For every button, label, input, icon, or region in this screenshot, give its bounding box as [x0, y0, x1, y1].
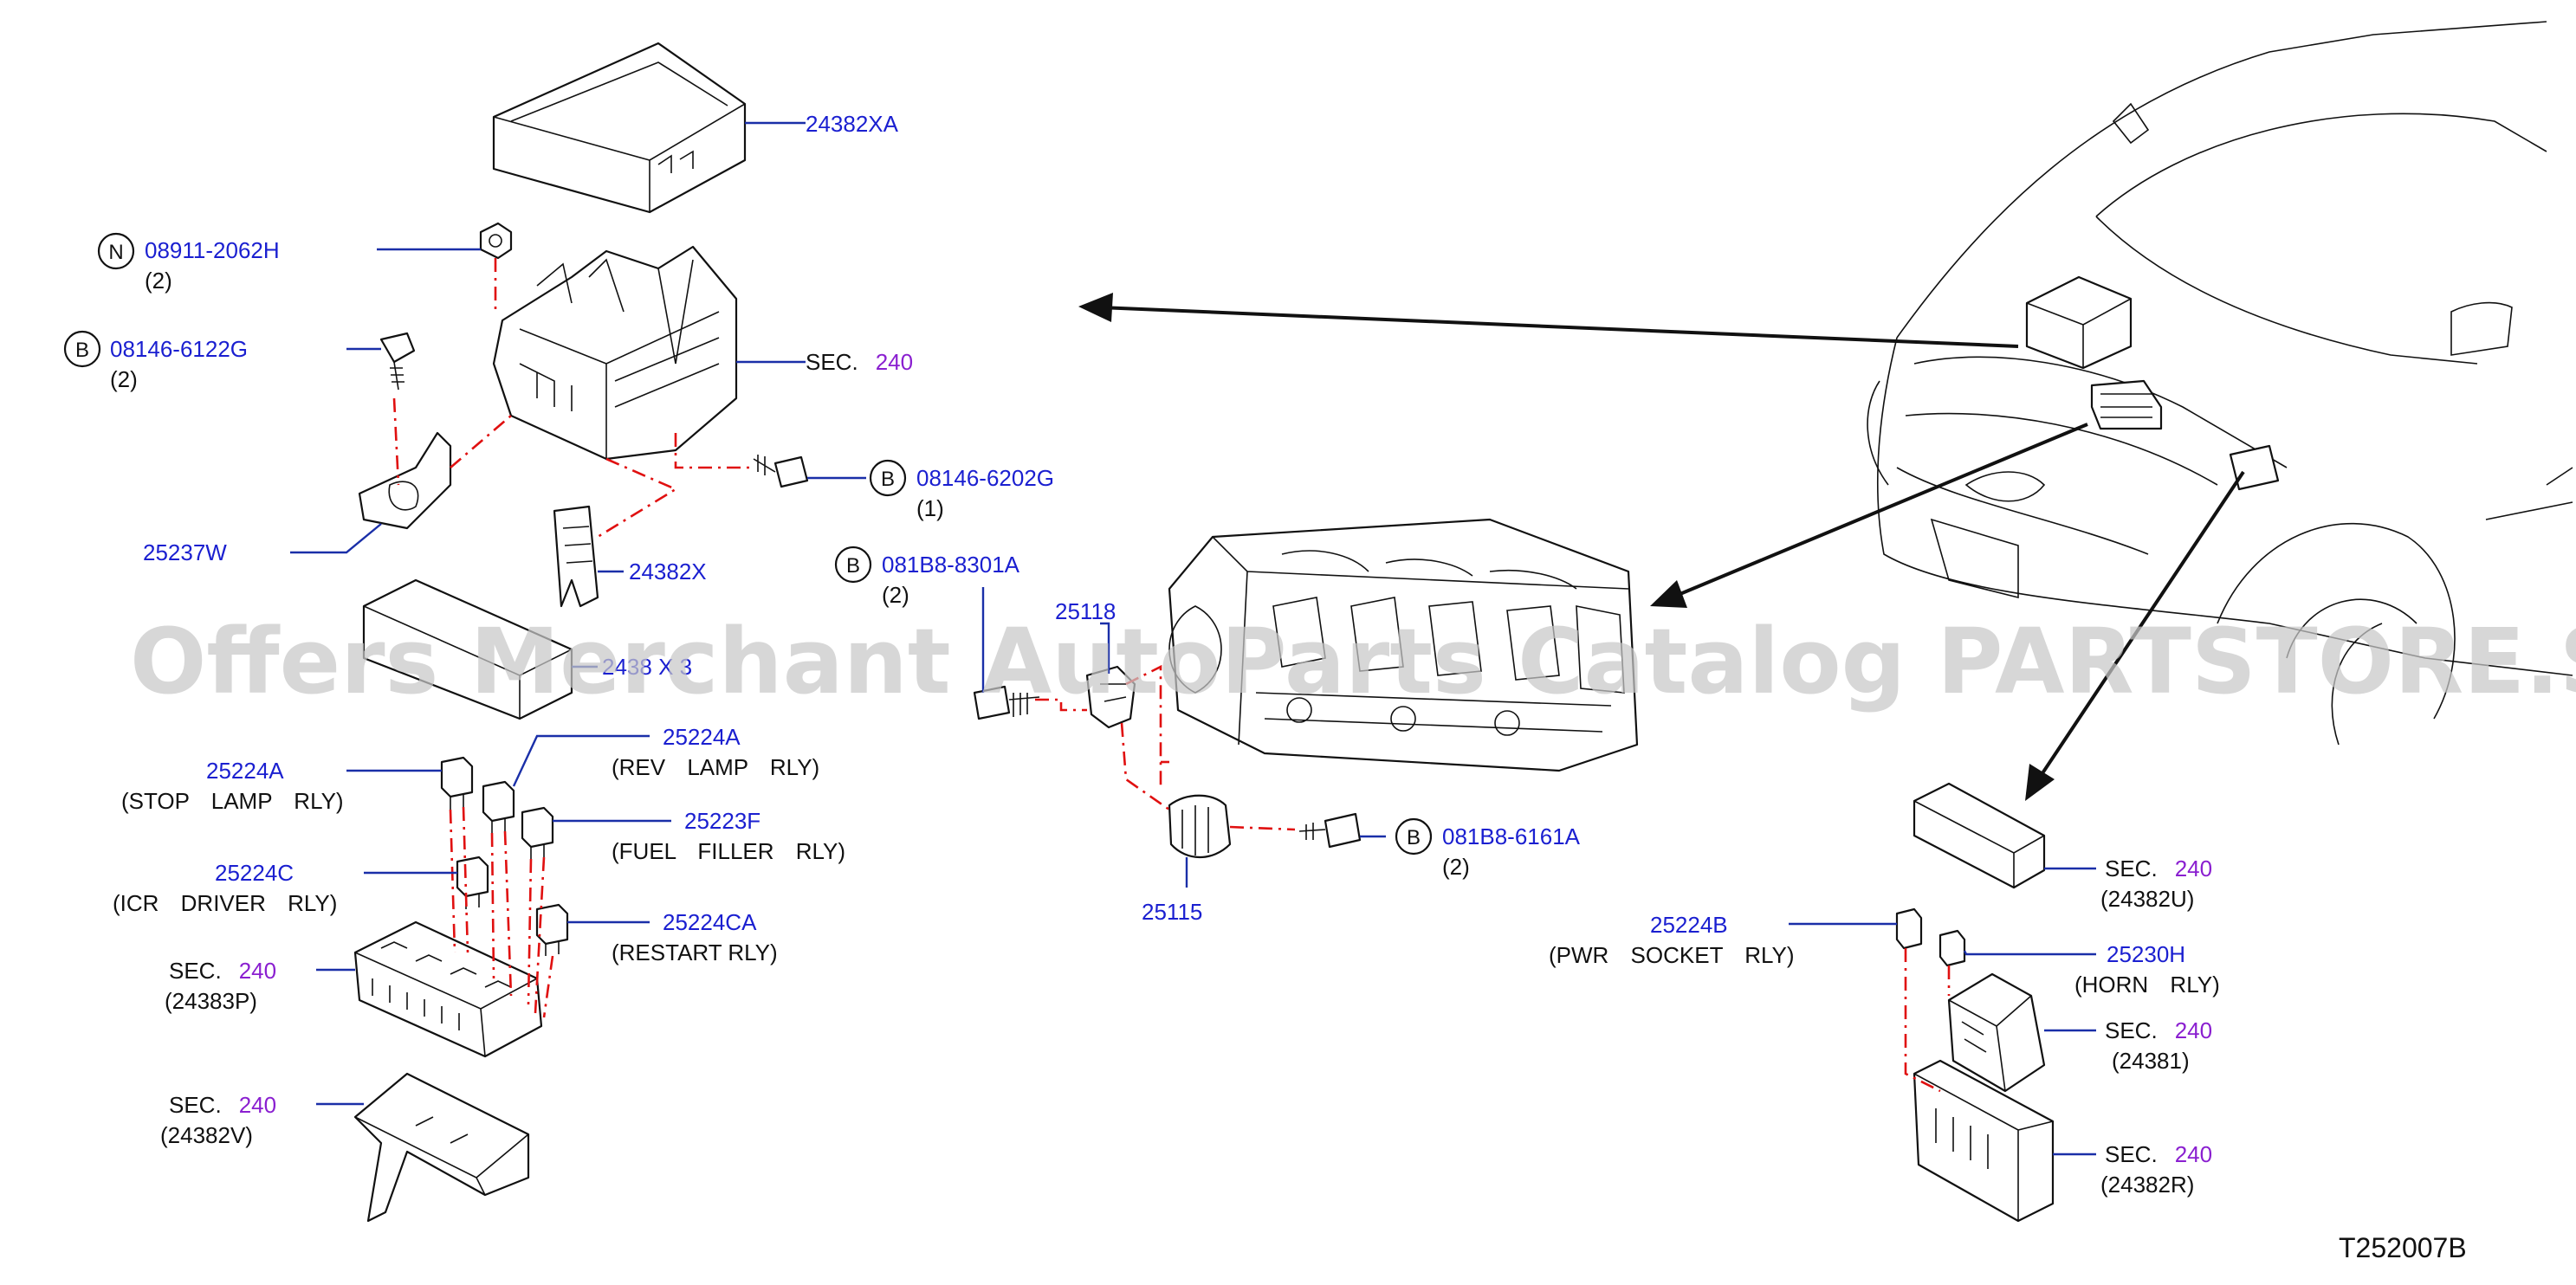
diagram-code: T252007B: [2339, 1232, 2467, 1263]
relays-left: [440, 756, 569, 956]
label-25224B: 25224B: [1650, 912, 1728, 938]
part-labels: 24382XA 08911-2062H (2) 08146-6122G (2) …: [110, 111, 2220, 1198]
label-08911-2062H: 08911-2062H: [145, 237, 280, 263]
label-08146-6122G: 08146-6122G: [110, 336, 248, 362]
label-25224C: 25224C: [215, 860, 294, 886]
circled-letters: N B B B B: [63, 232, 1433, 856]
label-sec-240-24382V: SEC.240: [169, 1092, 276, 1118]
circle-n-08911: [97, 232, 135, 270]
desc-25223F: (FUEL FILLER RLY): [612, 838, 845, 864]
label-25237W: 25237W: [143, 539, 227, 565]
leader-dashes-right: [1904, 948, 1951, 1093]
relays-right: [1895, 907, 1966, 967]
label-sec-240-24383P: SEC.240: [169, 958, 276, 984]
qty-081B8-8301A: (2): [882, 582, 909, 608]
relay-cover-2438X3: [362, 578, 573, 720]
leader-dashes-lower-left: [449, 806, 554, 1018]
engine-sensors: [973, 664, 1362, 859]
label-25118: 25118: [1055, 598, 1116, 624]
label-2438X3: 2438 X 3: [602, 654, 692, 680]
fuse-box-cover-24382XA: [492, 42, 747, 214]
letter-n: N: [108, 241, 123, 264]
desc-25230H: (HORN RLY): [2074, 972, 2220, 998]
desc-25224CA: (RESTART RLY): [612, 940, 778, 965]
label-08146-6202G: 08146-6202G: [916, 465, 1054, 491]
letter-b-8301A: B: [846, 554, 860, 578]
fuse-box-housing-sec-240: [492, 245, 738, 461]
label-sec-240-24382R: SEC.240: [2105, 1141, 2212, 1167]
sub-24382R: (24382R): [2100, 1172, 2194, 1198]
watermark: Offers Merchant AutoParts Catalog PARTST…: [130, 609, 2576, 714]
desc-25224C: (ICR DRIVER RLY): [113, 890, 337, 916]
callout-arrows: [1078, 293, 2245, 801]
circle-b-6202G: [869, 459, 907, 497]
sub-24383P: (24383P): [165, 988, 257, 1014]
sub-24382V: (24382V): [160, 1122, 253, 1148]
label-25224CA: 25224CA: [663, 909, 757, 935]
clip-24382X: [553, 505, 599, 608]
qty-08146-6122G: (2): [110, 366, 138, 392]
qty-08146-6202G: (1): [916, 495, 944, 521]
fuse-box-24382R: [1913, 1059, 2055, 1223]
fuse-cover-24382U: [1913, 782, 2046, 889]
qty-081B8-6161A: (2): [1442, 854, 1470, 880]
label-25230H: 25230H: [2107, 941, 2185, 967]
label-25224A-stop: 25224A: [206, 758, 284, 784]
label-25224A-rev: 25224A: [663, 724, 741, 750]
qty-08911-2062H: (2): [145, 268, 172, 294]
label-sec-240-24381: SEC.240: [2105, 1017, 2212, 1043]
desc-25224B: (PWR SOCKET RLY): [1549, 942, 1795, 968]
desc-25224A-rev: (REV LAMP RLY): [612, 754, 819, 780]
fuse-block-24381: [1947, 972, 2046, 1093]
label-081B8-8301A: 081B8-8301A: [882, 552, 1020, 578]
sub-24382U: (24382U): [2100, 886, 2194, 912]
label-24382XA: 24382XA: [806, 111, 899, 137]
relay-bracket-24382V: [353, 1072, 530, 1223]
circle-b-8301A: [834, 546, 872, 584]
nut-08911-2062H: [479, 222, 513, 260]
letter-b-6202G: B: [881, 468, 895, 491]
relay-block-24383P: [353, 920, 543, 1058]
engine-block: [1168, 518, 1639, 772]
leader-lines: [290, 121, 2096, 1156]
leader-dashes-upper-left: [392, 258, 754, 539]
circle-b-6161A: [1395, 817, 1433, 856]
sub-24381: (24381): [2112, 1048, 2190, 1074]
bolt-08146-6202G: [753, 455, 809, 488]
label-sec-240-24382U: SEC.240: [2105, 856, 2212, 881]
label-24382X: 24382X: [629, 559, 707, 584]
bracket-25237W: [358, 431, 452, 530]
label-081B8-6161A: 081B8-6161A: [1442, 823, 1581, 849]
vehicle-illustration: [1867, 21, 2573, 746]
circle-b-6122G: [63, 330, 101, 368]
bolt-08146-6122G: [379, 332, 416, 391]
letter-b-6122G: B: [75, 339, 89, 362]
label-25115: 25115: [1142, 899, 1202, 925]
desc-25224A-stop: (STOP LAMP RLY): [121, 788, 344, 814]
letter-b-6161A: B: [1407, 826, 1421, 849]
label-sec-240-housing: SEC.240: [806, 349, 913, 375]
label-25223F: 25223F: [684, 808, 761, 834]
